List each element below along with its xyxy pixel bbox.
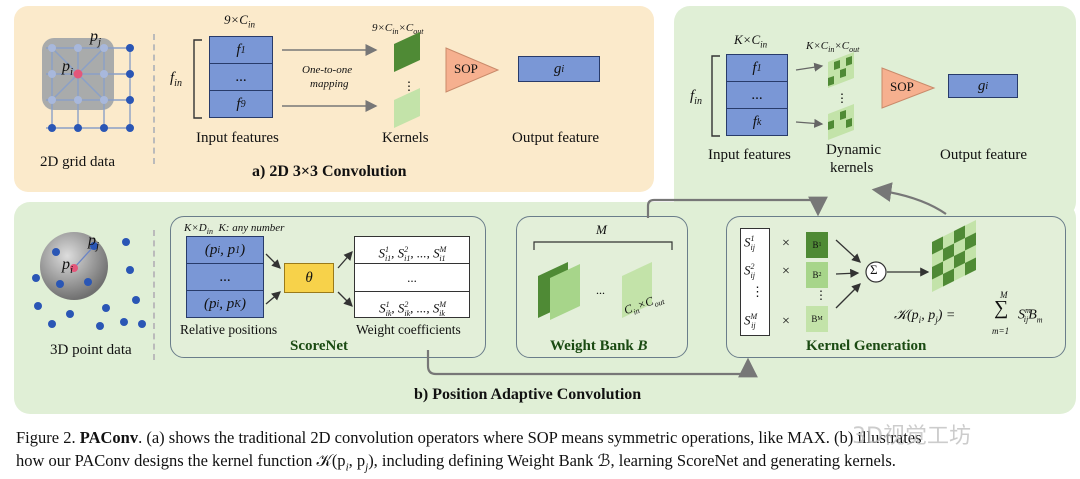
fin-label: fin [170, 70, 182, 89]
figure-caption: Figure 2. PAConv. (a) shows the traditio… [16, 428, 922, 474]
weight-coeff-row-dots: ... [355, 264, 469, 292]
sop-triangle [445, 47, 500, 93]
dyn-bracket [711, 55, 720, 137]
weight-bank-m: M [596, 222, 607, 237]
output-feature-label: Output feature [512, 130, 600, 146]
sum-symbol: ∑ [994, 297, 1009, 319]
weight-coeff-row-k: S1ik, S2ik, ..., SMik [379, 300, 447, 318]
b-pi-label: pi [62, 256, 74, 277]
pj-label: pj [90, 28, 102, 49]
panel-b-title: b) Position Adaptive Convolution [414, 386, 642, 403]
dyn-kernels-stack: ⋮ [795, 52, 854, 140]
dynamic-kernels-label-1: Dynamic [826, 142, 881, 158]
separator-b [153, 230, 155, 360]
times-2: × [782, 264, 790, 279]
mapping-text-1: One-to-one [302, 64, 353, 76]
point-cloud-diagram [32, 232, 146, 330]
sij-1: S1ij [744, 234, 755, 252]
sum-term: SmijBm [1018, 306, 1043, 325]
kernels-label: Kernels [382, 130, 429, 146]
relative-positions-label: Relative positions [180, 322, 278, 337]
dyn-fin-label: fin [690, 88, 702, 107]
kernel-generation-title: Kernel Generation [806, 338, 927, 354]
times-m: × [782, 314, 790, 329]
svg-text:⋮: ⋮ [403, 79, 415, 93]
feature-dots: ... [209, 63, 273, 91]
input-features-label: Input features [196, 130, 279, 146]
point-data-label: 3D point data [50, 342, 132, 358]
panel-a-title: a) 2D 3×3 Convolution [252, 163, 407, 180]
weight-coeff-row-1: S1i1, S2i1, ..., SMi1 [355, 237, 469, 264]
mapping-text-2: mapping [310, 78, 349, 90]
dyn-output-feature-label: Output feature [940, 147, 1028, 163]
dynamic-kernels-label-2: kernels [830, 160, 874, 176]
sigma-symbol: Σ [870, 262, 878, 277]
sij-column [740, 228, 770, 336]
svg-text:...: ... [596, 283, 605, 297]
sum-bottom: m=1 [992, 326, 1010, 336]
generated-kernel [932, 220, 976, 292]
kernel-dim-label: 9×Cin×Cout [372, 22, 424, 37]
kernels-stack: ⋮ [394, 32, 420, 128]
scorenet-title: ScoreNet [290, 338, 349, 354]
kernel-formula: 𝒦(pi, pj) = [894, 308, 956, 325]
dyn-sop-label: SOP [890, 79, 914, 94]
weight-coefficients-label: Weight coefficients [356, 322, 461, 337]
pi-label: pi [62, 58, 74, 79]
dyn-sop-triangle [881, 67, 936, 109]
kernel-generation-panel [726, 216, 1066, 358]
sij-2: S2ij [744, 262, 755, 280]
b-vdots: ⋮ [815, 288, 827, 302]
rel-pos-dots: ... [186, 263, 264, 291]
grid-diagram [42, 38, 134, 132]
mapping-arrows [282, 44, 378, 112]
theta-block: θ [284, 263, 334, 293]
sop-label: SOP [454, 61, 478, 76]
sij-m: SMij [744, 312, 758, 330]
svg-text:⋮: ⋮ [836, 91, 848, 105]
weight-bank-title: Weight Bank B [550, 338, 648, 354]
kernel-gen-arrows [835, 239, 930, 309]
weight-bank-stack: ... [533, 241, 673, 320]
watermark: 3D视觉工坊 [852, 424, 971, 449]
dyn-input-features-label: Input features [708, 147, 791, 163]
input-bracket [193, 39, 202, 119]
grid-data-label: 2D grid data [40, 154, 115, 170]
times-1: × [782, 236, 790, 251]
b-pj-label: pj [88, 232, 100, 253]
dyn-input-dim: K×Cin [734, 32, 768, 50]
separator [153, 34, 155, 164]
scorenet-arrows [265, 251, 353, 307]
input-dim-label: 9×Cin [224, 12, 255, 30]
panel-2d-convolution [14, 6, 654, 192]
dyn-kernel-dim: K×Cin×Cout [806, 40, 860, 55]
weight-coeff-box: S1i1, S2i1, ..., SMi1 ... S1ik, S2ik, ..… [354, 236, 470, 318]
sij-vdots: ⋮ [751, 284, 764, 299]
sum-top: M [1000, 290, 1008, 300]
scorenet-dim-label: K×Din K: any number [184, 222, 285, 237]
